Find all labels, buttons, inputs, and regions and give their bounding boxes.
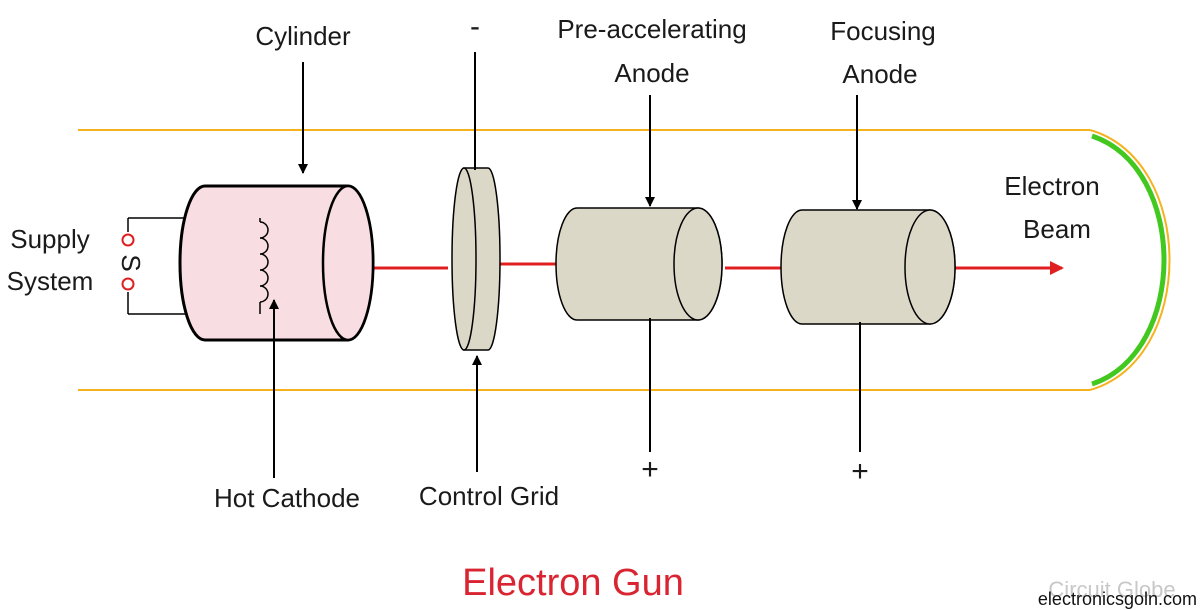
focusing-label-line2: Anode bbox=[842, 59, 917, 89]
supply-terminal-bottom bbox=[121, 277, 135, 291]
cylinder-label: Cylinder bbox=[255, 21, 351, 51]
beam-label-line1: Electron bbox=[1004, 171, 1099, 201]
heater-filament bbox=[259, 218, 269, 314]
focusing-plus-sign: + bbox=[851, 455, 869, 488]
supply-terminal-top bbox=[121, 233, 135, 247]
cylinder bbox=[178, 184, 375, 342]
pre-accel-label-line2: Anode bbox=[614, 58, 689, 88]
focusing-anode bbox=[780, 209, 956, 325]
tube-end-outline bbox=[1089, 129, 1171, 391]
focusing-label-line1: Focusing bbox=[830, 16, 936, 46]
pre-accelerating-anode bbox=[555, 207, 723, 321]
control-grid-label: Control Grid bbox=[419, 481, 559, 511]
pre-accel-plus-sign: + bbox=[641, 453, 659, 486]
supply-label-line2: System bbox=[7, 266, 94, 296]
control-grid bbox=[451, 167, 501, 351]
supply-label-line1: Supply bbox=[10, 224, 90, 254]
diagram-title: Electron Gun bbox=[462, 562, 684, 604]
beam-label-line2: Beam bbox=[1023, 214, 1091, 244]
watermark-text: Circuit Globe bbox=[1048, 577, 1175, 602]
supply-symbol: S bbox=[116, 254, 146, 271]
grid-minus-sign: - bbox=[470, 10, 480, 43]
site-url: electronicsgoln.com bbox=[1038, 589, 1197, 609]
hot-cathode-label: Hot Cathode bbox=[214, 483, 360, 513]
phosphor-screen bbox=[1091, 133, 1167, 387]
pre-accel-label-line1: Pre-accelerating bbox=[557, 14, 746, 44]
